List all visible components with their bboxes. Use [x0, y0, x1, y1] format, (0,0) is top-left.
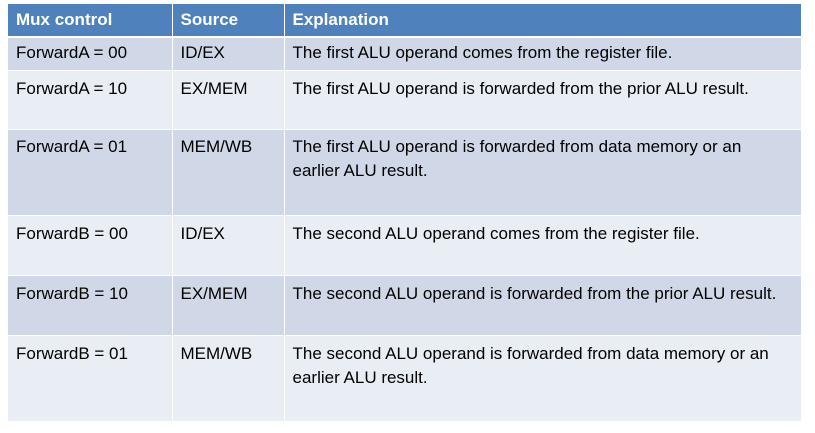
mux-cell: ForwardA = 10 [8, 70, 173, 130]
table-row: ForwardA = 01 MEM/WB The first ALU opera… [8, 129, 801, 216]
explanation-cell: The second ALU operand comes from the re… [284, 215, 801, 276]
mux-cell: ForwardA = 00 [8, 37, 173, 71]
explanation-cell: The first ALU operand comes from the reg… [284, 37, 801, 71]
source-cell: EX/MEM [172, 70, 285, 130]
header-mux-control: Mux control [8, 4, 173, 38]
table-header: Mux control Source Explanation [8, 4, 801, 38]
explanation-cell: The second ALU operand is forwarded from… [284, 275, 801, 336]
source-cell: MEM/WB [172, 129, 285, 216]
table-row: ForwardB = 00 ID/EX The second ALU opera… [8, 215, 801, 276]
forwarding-mux-table: Mux control Source Explanation ForwardA … [8, 4, 801, 422]
mux-cell: ForwardB = 10 [8, 275, 173, 336]
table-body: ForwardA = 00 ID/EX The first ALU operan… [8, 37, 801, 422]
mux-cell: ForwardA = 01 [8, 129, 173, 216]
source-cell: ID/EX [172, 37, 285, 71]
explanation-cell: The first ALU operand is forwarded from … [284, 70, 801, 130]
mux-cell: ForwardB = 01 [8, 335, 173, 422]
table-row: ForwardB = 10 EX/MEM The second ALU oper… [8, 275, 801, 336]
source-cell: ID/EX [172, 215, 285, 276]
header-row: Mux control Source Explanation [8, 4, 801, 38]
table-row: ForwardA = 10 EX/MEM The first ALU opera… [8, 70, 801, 130]
source-cell: MEM/WB [172, 335, 285, 422]
table-row: ForwardB = 01 MEM/WB The second ALU oper… [8, 335, 801, 422]
source-cell: EX/MEM [172, 275, 285, 336]
explanation-cell: The second ALU operand is forwarded from… [284, 335, 801, 422]
header-explanation: Explanation [284, 4, 801, 38]
explanation-cell: The first ALU operand is forwarded from … [284, 129, 801, 216]
mux-cell: ForwardB = 00 [8, 215, 173, 276]
table-row: ForwardA = 00 ID/EX The first ALU operan… [8, 37, 801, 71]
header-source: Source [172, 4, 285, 38]
